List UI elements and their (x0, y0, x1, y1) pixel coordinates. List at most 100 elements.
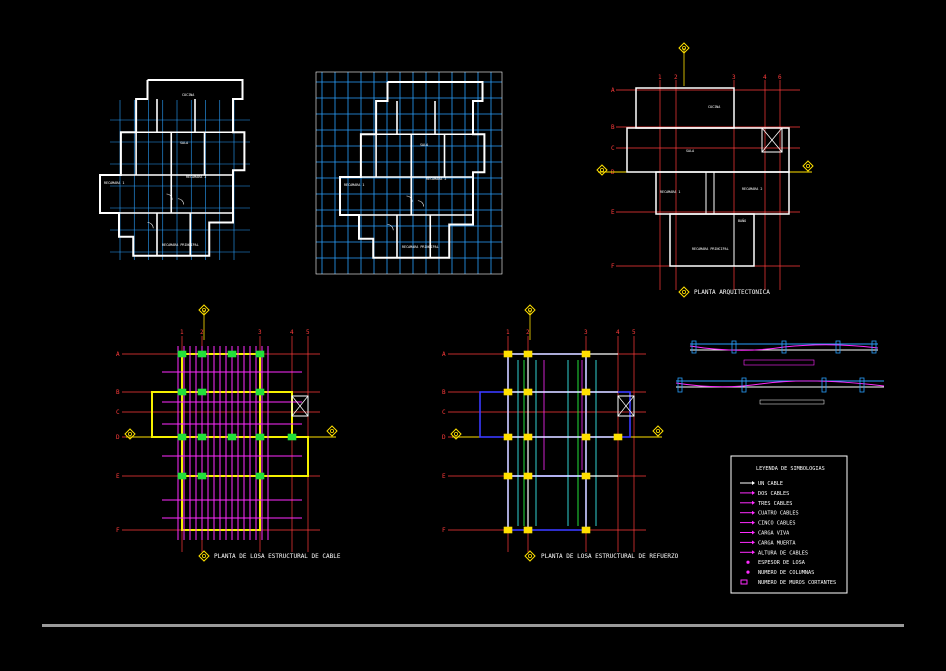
legend-item-label: NUMERO DE MUROS CORTANTES (758, 580, 836, 586)
section-callout (743, 359, 815, 366)
grid-row-label: E (611, 209, 615, 216)
dimension-frame (315, 71, 503, 275)
stair-x (291, 395, 309, 417)
section-marker-bottom (198, 550, 210, 562)
grid-col-label: 2 (200, 329, 204, 336)
grid-col-label: 5 (632, 329, 636, 336)
room-label-cocina: COCINA (708, 105, 720, 109)
grid-row-label: D (442, 434, 446, 441)
column (503, 350, 513, 358)
sheet-bottom-bar (42, 624, 904, 627)
column (523, 526, 533, 534)
grid-col-label: 1 (180, 329, 184, 336)
grid-row-label: C (611, 145, 615, 152)
section-marker-center (127, 431, 132, 436)
grid-col-label: 4 (616, 329, 620, 336)
legend-item: CUATRO CABLES (740, 510, 799, 517)
grid-row-label: E (116, 473, 120, 480)
section-marker-top (198, 304, 210, 316)
grid-row-label: B (442, 389, 446, 396)
column (255, 433, 265, 441)
column (197, 350, 207, 358)
legend-item: ESPESOR DE LOSA (746, 560, 806, 566)
column (287, 433, 297, 441)
grid-col-label: 3 (258, 329, 262, 336)
column (227, 433, 237, 441)
column (523, 350, 533, 358)
room-label-sala: SALA (686, 149, 694, 153)
column (177, 433, 187, 441)
legend-item-label: ESPESOR DE LOSA (758, 560, 806, 566)
arrow-icon-head (752, 540, 755, 545)
section-marker-center (682, 289, 687, 294)
room-label-principal: RECAMARA PRINCIPAL (402, 245, 439, 249)
grid-col-label: 4 (290, 329, 294, 336)
section-marker-right (326, 425, 338, 437)
section-marker-left (596, 164, 608, 176)
grid-row-label: D (116, 434, 120, 441)
room-label-recamara-1: RECAMARA 1 (104, 181, 124, 185)
section-marker-center (329, 428, 334, 433)
support (677, 377, 683, 393)
section-marker-bottom (678, 286, 690, 298)
legend-item: NUMERO DE COLUMNAS (746, 570, 814, 576)
section-marker-center (453, 431, 458, 436)
grid-row-label: E (442, 473, 446, 480)
arrow-icon-head (752, 490, 755, 495)
door-swing (147, 222, 154, 229)
section-marker-center (806, 163, 811, 168)
column (503, 472, 513, 480)
column (177, 350, 187, 358)
grid-row-label: F (611, 263, 615, 270)
legend-item-label: DOS CABLES (758, 491, 789, 497)
legend-item: CINCO CABLES (740, 520, 795, 527)
grid-row-label: F (116, 527, 120, 534)
cable-sections (675, 340, 885, 405)
column (197, 472, 207, 480)
grid-row-label: C (442, 409, 446, 416)
section-marker-center (201, 554, 206, 559)
column (523, 433, 533, 441)
legend-item-label: CARGA MUERTA (758, 540, 796, 546)
door-swing (387, 224, 394, 231)
column (581, 350, 591, 358)
room-label-cocina: COCINA (182, 93, 194, 97)
door-swing (417, 200, 424, 207)
door-swing (406, 195, 413, 202)
box-icon (740, 579, 748, 585)
column (255, 350, 265, 358)
column (581, 433, 591, 441)
title-planta-losa-cable: PLANTA DE LOSA ESTRUCTURAL DE CABLE (214, 553, 341, 560)
stair-x (761, 127, 783, 153)
column (581, 472, 591, 480)
section-callout (759, 399, 825, 405)
column (503, 526, 513, 534)
column (177, 472, 187, 480)
stair-box (617, 395, 635, 417)
section-marker-center (656, 428, 661, 433)
room-label-principal: RECAMARA PRINCIPAL (162, 243, 199, 247)
grid-row-label: A (442, 351, 446, 358)
grid-col-label: 6 (778, 74, 782, 81)
exterior-wall (99, 79, 246, 257)
arrow-icon-head (752, 530, 755, 535)
stair-x (617, 395, 635, 417)
section-marker-center (528, 307, 533, 312)
column (197, 388, 207, 396)
arrow-icon-head (752, 510, 755, 515)
support (741, 377, 747, 393)
grid-row-label: A (116, 351, 120, 358)
legend-item: CARGA VIVA (740, 530, 790, 537)
room-label-sala: SALA (180, 141, 188, 145)
column (227, 350, 237, 358)
room-label-recamara-1: RECAMARA 1 (344, 183, 364, 187)
room-label-recamara-2: RECAMARA 2 (426, 177, 446, 181)
grid-col-label: 1 (506, 329, 510, 336)
column (255, 472, 265, 480)
grid-row-label: A (611, 87, 615, 94)
support (781, 340, 787, 354)
grid-row-label: C (116, 409, 120, 416)
arrow-icon-head (752, 550, 755, 555)
